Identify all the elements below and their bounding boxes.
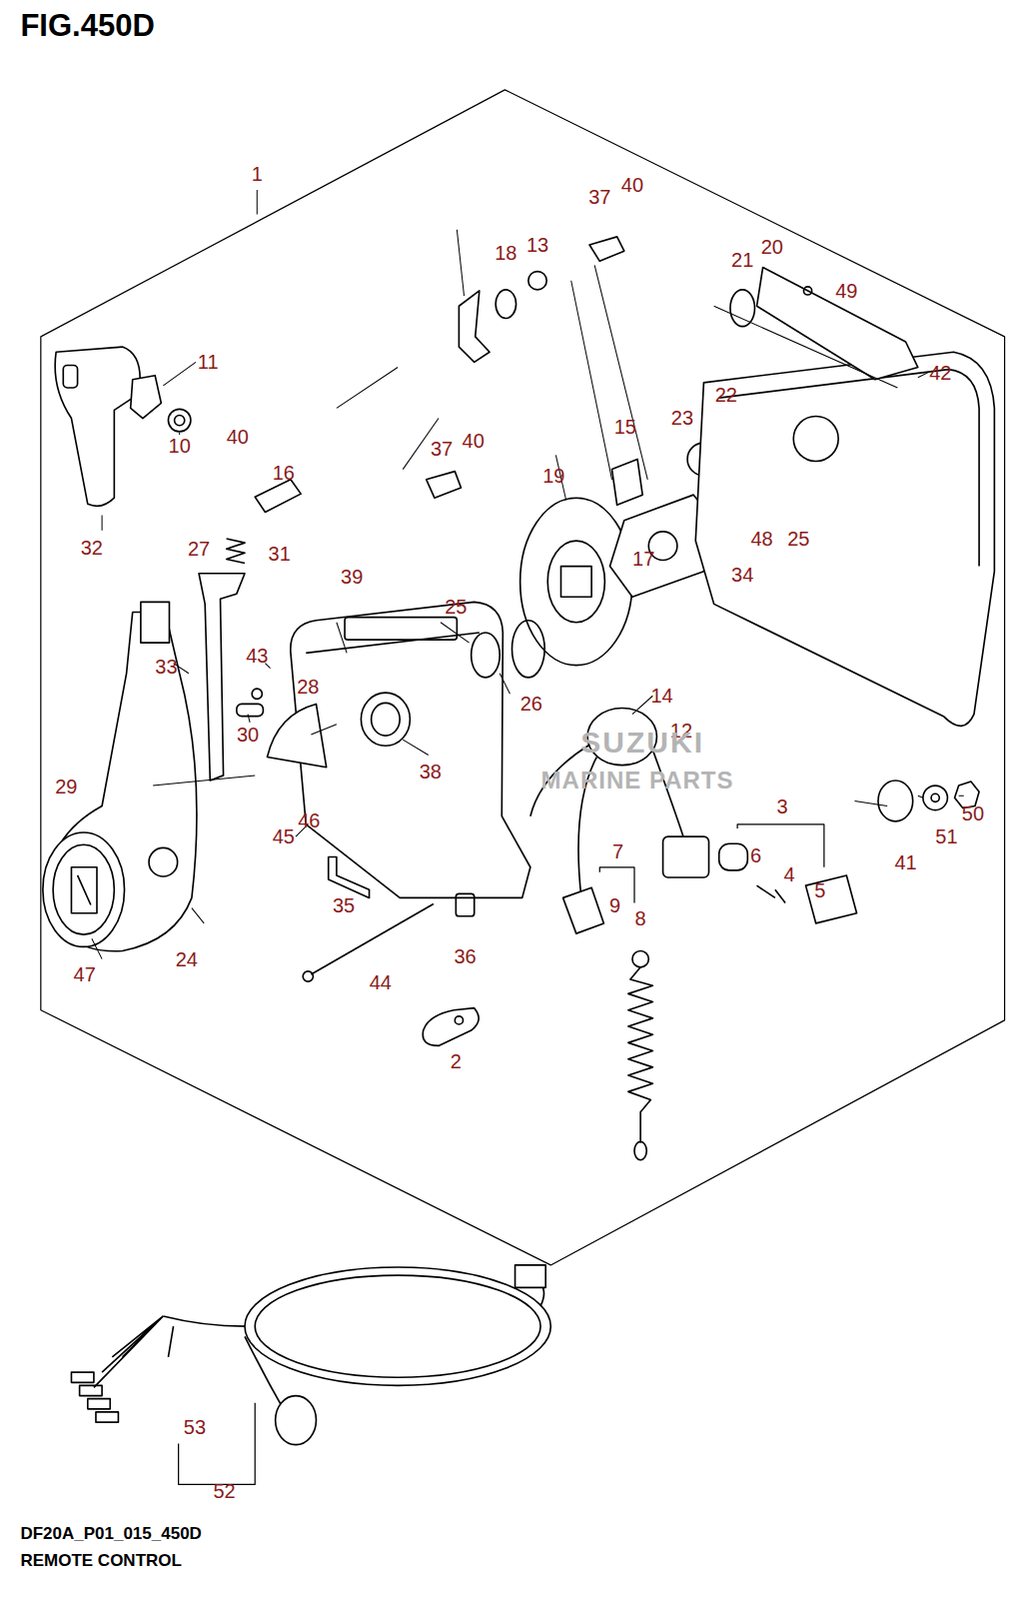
callout-number: 24: [175, 949, 198, 970]
callout-number: 22: [715, 384, 738, 405]
callout-number: 34: [731, 564, 754, 585]
callout-number: 40: [226, 426, 249, 447]
callout-number: 48: [750, 528, 773, 549]
callout-number: 19: [542, 465, 565, 486]
callout-number: 13: [526, 234, 549, 255]
callout-number: 40: [462, 430, 485, 451]
callout-number: 4: [784, 864, 796, 885]
callout-number: 26: [520, 693, 543, 714]
callout-number: 36: [453, 946, 476, 967]
callout-number: 33: [154, 656, 177, 677]
callout-number: 44: [369, 972, 392, 993]
callout-number: 25: [444, 596, 467, 617]
callout-number: 16: [272, 462, 295, 483]
callout-number: 40: [621, 174, 644, 195]
callout-number: 38: [419, 761, 442, 782]
callout-number: 23: [671, 407, 694, 428]
callout-number: 11: [197, 351, 219, 372]
callout-number: 21: [731, 249, 754, 270]
callout-number: 3: [776, 796, 788, 817]
callout-number: 41: [894, 852, 917, 873]
callout-number: 9: [609, 895, 621, 916]
figure-caption: REMOTE CONTROL: [19, 1550, 182, 1571]
callout-number: 2: [450, 1050, 462, 1071]
callout-number: 20: [761, 236, 784, 257]
callout-number: 14: [650, 685, 673, 706]
figure-code: DF20A_P01_015_450D: [19, 1523, 201, 1544]
callout-number: 51: [935, 826, 958, 847]
callout-number: 28: [296, 676, 319, 697]
callout-number: 37: [430, 438, 453, 459]
callout-number: 46: [297, 810, 320, 831]
callout-number: 5: [814, 880, 826, 901]
callout-number: 18: [494, 242, 517, 263]
callout-number: 7: [612, 841, 624, 862]
callout-number: 25: [787, 528, 810, 549]
callout-number: 43: [245, 645, 268, 666]
figure-title: FIG.450D: [19, 7, 154, 44]
callout-number: 50: [962, 803, 985, 824]
callout-number: 30: [236, 724, 259, 745]
callout-number: 1: [251, 163, 263, 184]
callout-number: 35: [332, 895, 355, 916]
callout-number: 53: [183, 1416, 206, 1437]
callout-number: 29: [54, 776, 77, 797]
callout-number: 37: [588, 186, 611, 207]
callout-number: 6: [750, 845, 762, 866]
callout-number: 17: [632, 548, 655, 569]
watermark: MARINE PARTS: [541, 766, 735, 795]
callout-number: 42: [929, 362, 952, 383]
callout-number: 47: [73, 964, 96, 985]
callout-number: 10: [168, 435, 191, 456]
watermark: SUZUKI: [580, 725, 705, 760]
callout-number: 45: [272, 826, 295, 847]
callout-number: 27: [187, 538, 210, 559]
callout-number: 31: [268, 543, 291, 564]
callout-number: 39: [340, 566, 363, 587]
callout-number: 32: [80, 537, 103, 558]
callout-number: 49: [835, 280, 858, 301]
callout-number: 52: [212, 1480, 235, 1501]
callout-number: 8: [635, 908, 647, 929]
callout-number: 15: [614, 416, 637, 437]
